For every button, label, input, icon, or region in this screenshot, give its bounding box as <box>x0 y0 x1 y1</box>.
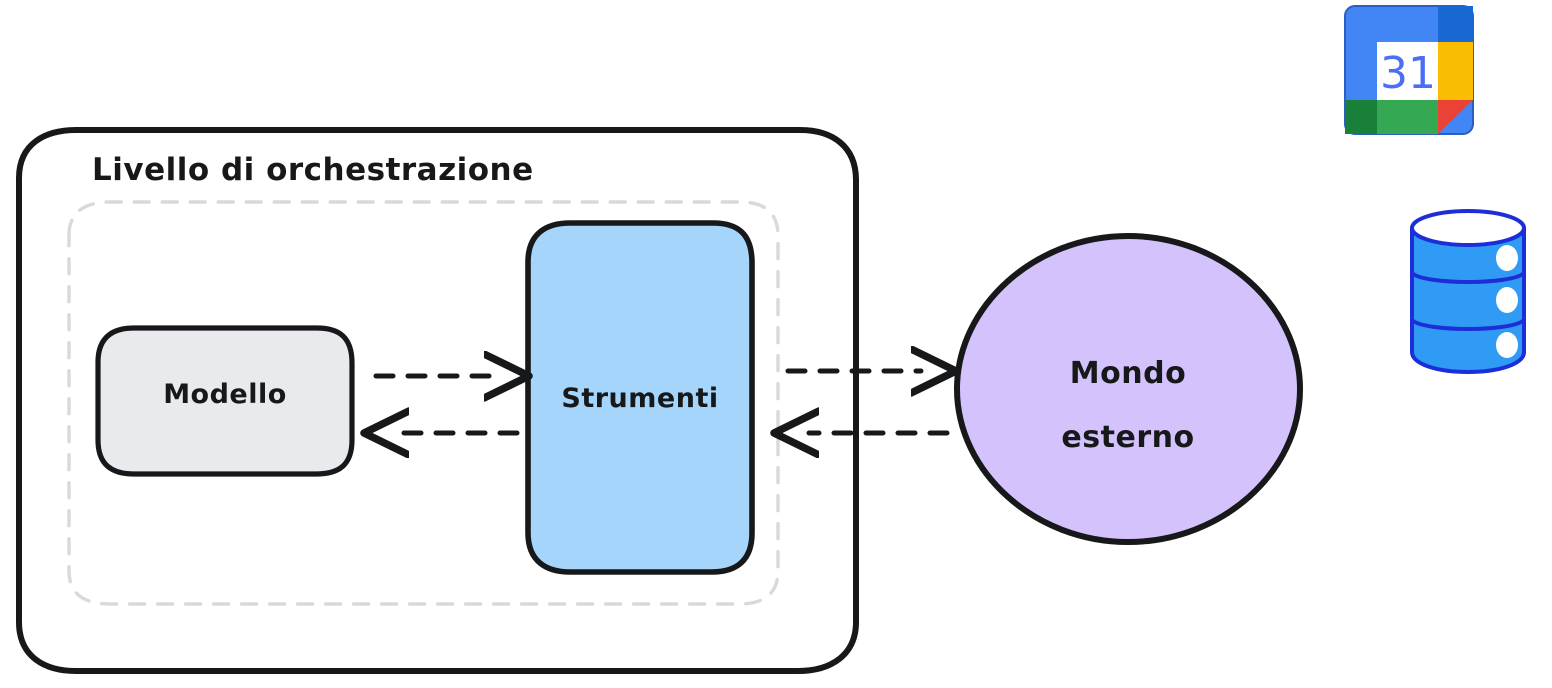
node-mondo-esterno[interactable]: Mondo esterno <box>954 233 1303 545</box>
database-divider-1 <box>1410 271 1526 284</box>
calendar-corner-dark-green <box>1345 100 1377 134</box>
page-title: Livello di orchestrazione <box>92 152 534 188</box>
node-modello-label: Modello <box>163 379 287 410</box>
database-body <box>1410 226 1526 374</box>
node-modello-shape <box>95 325 355 477</box>
calendar-band-green <box>1377 100 1438 134</box>
database-dot-3 <box>1496 332 1518 358</box>
database-divider-2 <box>1410 318 1526 331</box>
calendar-corner-blue <box>1438 6 1473 42</box>
node-strumenti[interactable]: Strumenti <box>525 220 755 575</box>
node-mondo-esterno-label-line1: Mondo <box>1070 356 1186 391</box>
calendar-band-yellow <box>1438 42 1473 100</box>
node-mondo-esterno-shape <box>954 233 1303 545</box>
database-icon[interactable] <box>1410 209 1526 374</box>
node-strumenti-shape <box>525 220 755 575</box>
database-dot-2 <box>1496 287 1518 313</box>
node-mondo-esterno-label-line2: esterno <box>1061 420 1194 455</box>
calendar-face <box>1377 42 1438 100</box>
database-dot-1 <box>1496 245 1518 271</box>
calendar-day-number: 31 <box>1380 48 1436 99</box>
node-strumenti-label: Strumenti <box>561 383 718 414</box>
inner-dashed-outline <box>67 200 780 606</box>
calendar-corner-red <box>1438 100 1473 134</box>
google-calendar-icon[interactable]: 31 <box>1344 5 1474 135</box>
inner-dashed-group <box>67 200 780 606</box>
database-top <box>1410 209 1526 247</box>
node-modello[interactable]: Modello <box>95 325 355 477</box>
